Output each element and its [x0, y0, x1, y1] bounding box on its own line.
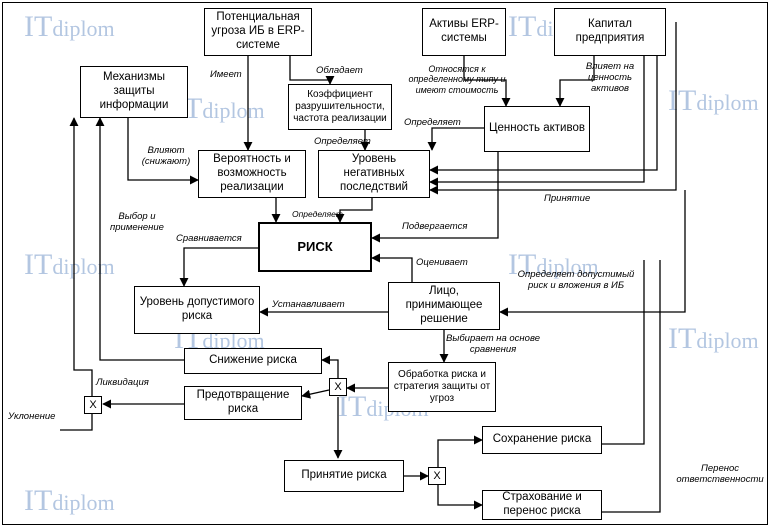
insure-box: Страхование и перенос риска — [482, 490, 602, 520]
threat-box: Потенциальная угроза ИБ в ERP-системе — [204, 8, 312, 56]
label-avoidance: Уклонение — [8, 411, 56, 422]
coef-box: Коэффициент разрушительности, частота ре… — [288, 84, 392, 130]
label-subject: Подвергается — [402, 221, 468, 232]
x-node-strategy: X — [329, 378, 347, 396]
label-acceptance: Принятие — [544, 193, 591, 204]
label-affects-value: Влияет на ценность активов — [585, 61, 635, 94]
reduce-box: Снижение риска — [184, 348, 322, 374]
label-sets: Устанавливает — [272, 299, 345, 310]
capital-box: Капитал предприятия — [554, 8, 666, 56]
x-node-prevention: X — [84, 396, 102, 414]
arrow-avoidance — [60, 413, 93, 431]
arrow-reduce-mechanisms — [95, 117, 184, 361]
label-det-acceptable: Определяет допустимый риск и вложения в … — [517, 269, 635, 291]
arrow-mechanisms-probability — [127, 117, 199, 185]
label-determines-top: Определяет — [314, 136, 371, 147]
arrow-assetvalue-negative — [427, 127, 486, 151]
prevent-box: Предотвращение риска — [184, 386, 302, 420]
mechanisms-box: Механизмы защиты информации — [80, 66, 188, 118]
decision-box: Лицо, принимающее решение — [388, 282, 500, 330]
label-compared: Сравнивается — [176, 233, 242, 244]
arrow-x3-retain — [437, 435, 483, 467]
label-evaluates: Оценивает — [416, 257, 468, 268]
label-has: Имеет — [210, 69, 242, 80]
processing-box: Обработка риска и стратегия защиты от уг… — [388, 362, 496, 412]
arrow-capital-assetvalue — [555, 56, 595, 107]
arrow-feedback-3 — [429, 22, 677, 195]
label-influence: Влияют (снижают) — [141, 145, 191, 167]
x-node-acceptance: X — [428, 467, 446, 485]
label-choose-basis: Выбирает на основе сравнения — [446, 333, 540, 355]
negative-box: Уровень негативных последствий — [318, 150, 430, 198]
label-possesses: Обладает — [316, 65, 363, 76]
label-liquidation: Ликвидация — [96, 377, 149, 388]
probability-box: Вероятность и возможность реализации — [198, 150, 306, 198]
arrow-x2-mechanisms — [69, 117, 93, 396]
risk-box: РИСК — [258, 222, 372, 272]
acceptable-box: Уровень допустимого риска — [134, 286, 260, 334]
erp-assets-box: Активы ERP-системы — [422, 8, 506, 56]
label-choice: Выбор и применение — [110, 211, 164, 233]
arrow-feedback-1 — [429, 20, 658, 175]
arrow-transfer — [600, 260, 661, 513]
arrow-x1-prevent — [301, 389, 330, 399]
label-transfer: Перенос ответственности — [676, 463, 764, 485]
label-determines-risk: Определяет — [292, 209, 343, 219]
arrow-feedback-2 — [429, 22, 645, 187]
arrow-acceptance — [499, 190, 686, 317]
arrow-assetvalue-risk — [371, 152, 499, 243]
label-belong: Относятся к определенному типу и имеют с… — [408, 64, 506, 95]
arrow-x3-insure — [437, 485, 483, 510]
asset-value-box: Ценность активов — [484, 106, 590, 152]
arrow-retain-loop — [602, 260, 645, 445]
retain-box: Сохранение риска — [482, 426, 602, 454]
label-determines-right: Определяет — [404, 117, 461, 128]
arrow-x1-reduce — [321, 355, 339, 378]
arrow-decision-risk — [371, 253, 413, 282]
arrow-negative-risk — [335, 198, 373, 223]
arrow-risk-acceptable — [179, 247, 258, 287]
arrow-threat-coef — [289, 56, 335, 85]
arrow-erpassets-assetvalue — [463, 56, 511, 107]
accept-box: Принятие риска — [284, 460, 404, 492]
